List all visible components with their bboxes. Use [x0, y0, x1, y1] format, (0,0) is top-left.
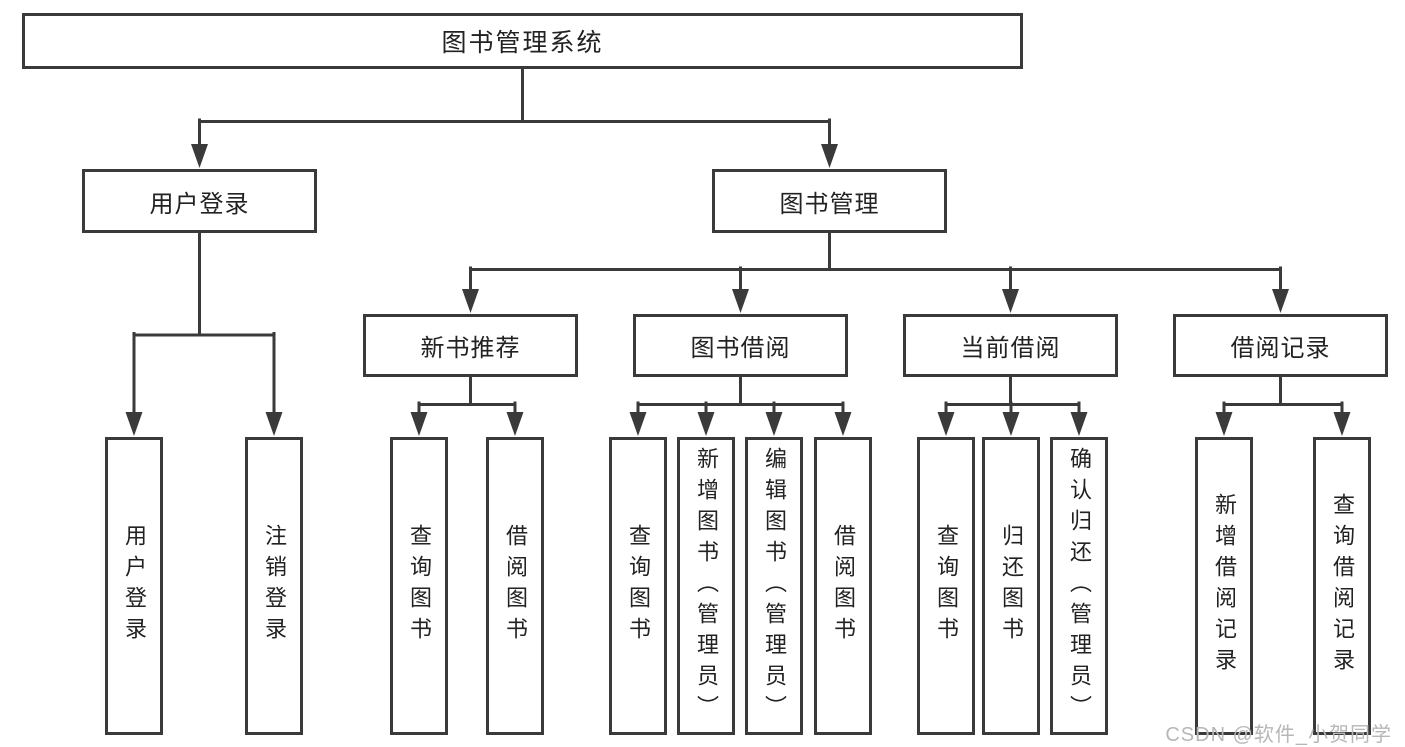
- node-label: 图书管理系统: [441, 29, 604, 57]
- arrowhead: [410, 412, 428, 436]
- arrowhead: [191, 144, 208, 168]
- arrowhead: [1215, 412, 1233, 436]
- arrowhead: [1002, 289, 1019, 313]
- arrowhead: [1002, 412, 1020, 436]
- leaf-label: 归还图书: [999, 524, 1024, 648]
- arrowhead: [834, 412, 852, 436]
- leaf-label: 新增借阅记录: [1212, 493, 1237, 679]
- node-label: 图书借阅: [690, 335, 791, 362]
- node-label: 借阅记录: [1230, 335, 1331, 362]
- leaf-label: 注销登录: [262, 524, 287, 648]
- leaf-query-books-borrowing: 查询图书: [609, 437, 667, 735]
- arrowhead: [506, 412, 524, 436]
- leaf-confirm-return-admin: 确认归还（管理员）: [1050, 437, 1108, 735]
- arrowhead: [937, 412, 955, 436]
- arrowhead: [462, 289, 479, 313]
- node-label: 新书推荐: [420, 335, 521, 362]
- leaf-query-borrow-record: 查询借阅记录: [1313, 437, 1371, 735]
- leaf-label: 查询图书: [626, 524, 651, 648]
- leaf-edit-books-admin: 编辑图书（管理员）: [745, 437, 803, 735]
- leaf-label: 确认归还（管理员）: [1067, 446, 1092, 726]
- leaf-user-login: 用户登录: [105, 437, 163, 735]
- node-user-login: 用户登录: [82, 169, 317, 233]
- arrowhead: [125, 412, 143, 436]
- arrowhead: [629, 412, 647, 436]
- leaf-label: 查询图书: [934, 524, 959, 648]
- leaf-label: 新增图书（管理员）: [694, 446, 719, 726]
- arrowhead: [1070, 412, 1088, 436]
- leaf-label: 编辑图书（管理员）: [762, 446, 787, 726]
- arrowhead: [697, 412, 715, 436]
- arrowhead: [265, 412, 283, 436]
- leaf-label: 查询图书: [407, 524, 432, 648]
- leaf-label: 查询借阅记录: [1330, 493, 1355, 679]
- leaf-label: 用户登录: [122, 524, 147, 648]
- node-new-book-recommendation: 新书推荐: [363, 314, 578, 377]
- csdn-watermark: CSDN @软件_小贺同学: [1165, 724, 1392, 746]
- leaf-label: 借阅图书: [831, 524, 856, 648]
- node-book-management: 图书管理: [712, 169, 947, 233]
- arrowhead: [1333, 412, 1351, 436]
- leaf-query-books-current: 查询图书: [917, 437, 975, 735]
- arrowhead: [765, 412, 783, 436]
- leaf-add-books-admin: 新增图书（管理员）: [677, 437, 735, 735]
- leaf-borrow-books-borrowing: 借阅图书: [814, 437, 872, 735]
- node-label: 图书管理: [779, 190, 880, 218]
- node-label: 当前借阅: [960, 335, 1061, 362]
- node-borrowing-records: 借阅记录: [1173, 314, 1388, 377]
- leaf-borrow-books-recommend: 借阅图书: [486, 437, 544, 735]
- leaf-add-borrow-record: 新增借阅记录: [1195, 437, 1253, 735]
- arrowhead: [732, 289, 749, 313]
- leaf-return-books: 归还图书: [982, 437, 1040, 735]
- arrowhead: [1272, 289, 1289, 313]
- node-library-management-system: 图书管理系统: [22, 13, 1023, 69]
- leaf-label: 借阅图书: [503, 524, 528, 648]
- arrowhead: [821, 144, 838, 168]
- leaf-logout: 注销登录: [245, 437, 303, 735]
- node-current-borrowing: 当前借阅: [903, 314, 1118, 377]
- leaf-query-books-recommend: 查询图书: [390, 437, 448, 735]
- node-label: 用户登录: [149, 190, 250, 218]
- node-book-borrowing: 图书借阅: [633, 314, 848, 377]
